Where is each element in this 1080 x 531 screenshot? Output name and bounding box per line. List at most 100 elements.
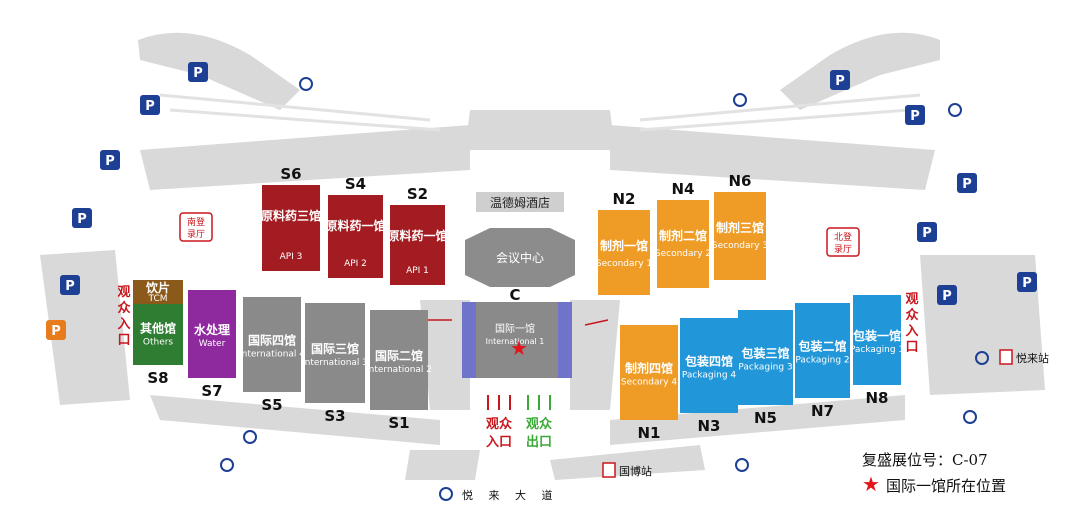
north-registration-label-2: 录厅 — [834, 244, 852, 255]
hall-en: International 2 — [366, 365, 432, 375]
metro-icon — [975, 351, 989, 365]
star-icon: ★ — [862, 472, 880, 496]
parking-icon — [60, 275, 80, 295]
booth-number: 复盛展位号：C-07 — [862, 451, 988, 469]
station-guobo-icon — [602, 462, 616, 478]
c-entrance-arrows — [487, 395, 511, 410]
parking-icon — [957, 173, 977, 193]
hall-code: N2 — [613, 190, 636, 208]
hall-en: Packaging 4 — [682, 371, 737, 381]
hall-name: 包装二馆 — [797, 339, 846, 354]
conference-center — [465, 228, 575, 287]
hall-name: 国际四馆 — [248, 333, 296, 348]
hall-en: Packaging 1 — [850, 345, 904, 355]
parking-icon — [46, 320, 66, 340]
east-entrance-label-3: 入 — [905, 324, 918, 339]
hall-code: S6 — [280, 165, 301, 183]
metro-icon — [243, 430, 257, 444]
hall-name: 原料药一馆 — [325, 218, 385, 233]
hall-code: N7 — [811, 402, 834, 420]
hall-code: S7 — [201, 382, 222, 400]
hotel-label: 温德姆酒店 — [490, 195, 550, 210]
conference-label: 会议中心 — [496, 250, 544, 265]
hall-top-en: TCM — [147, 294, 167, 304]
metro-icon — [299, 77, 313, 91]
west-entrance-label-3: 入 — [117, 317, 130, 332]
south-registration — [179, 212, 213, 242]
hall-name: 国际二馆 — [375, 348, 423, 363]
hall-n7 — [795, 303, 850, 398]
metro-icon — [948, 103, 962, 117]
hall-n8 — [853, 295, 901, 385]
hall-code: N6 — [729, 172, 752, 190]
parking-icons: PP PP PP PP PP PP — [46, 62, 1037, 340]
hall-name: 包装四馆 — [684, 354, 733, 369]
hall-code: N3 — [698, 417, 721, 435]
hall-s7 — [188, 290, 236, 378]
hall-name: 制剂四馆 — [625, 361, 673, 376]
svg-text:P: P — [193, 66, 203, 81]
parking-icon — [100, 150, 120, 170]
west-entrance-label-2: 众 — [117, 300, 130, 316]
hall-code: S8 — [147, 369, 168, 387]
svg-text:P: P — [65, 279, 75, 294]
road-name: 悦 来 大 道 — [462, 488, 559, 502]
hall-c-code: C — [509, 286, 520, 304]
hall-s5 — [243, 297, 301, 392]
hall-code: N8 — [866, 389, 889, 407]
south-lower-halls: 饮片TCM其他馆OthersS8水处理WaterS7国际四馆Internatio… — [133, 280, 432, 432]
hall-c-cn: 国际一馆 — [495, 322, 535, 335]
hall-c-side-right — [558, 302, 572, 378]
metro-icon — [220, 458, 234, 472]
hall-s2 — [390, 205, 445, 285]
ground-areas — [40, 32, 1045, 480]
hall-name: 水处理 — [194, 322, 230, 337]
south-registration-label-2: 录厅 — [187, 229, 205, 240]
east-entrance-label: 观 — [905, 292, 918, 307]
hall-s1 — [370, 310, 428, 410]
hall-name: 制剂一馆 — [600, 238, 648, 253]
legend: 复盛展位号：C-07 ★国际一馆所在位置 — [862, 448, 1072, 496]
hall-en: International 4 — [239, 350, 305, 360]
hall-en: Packaging 3 — [738, 363, 792, 373]
station-yuelai-icon — [999, 349, 1013, 365]
svg-text:P: P — [105, 154, 115, 169]
station-yuelai: 悦来站 — [1016, 351, 1049, 365]
parking-icon — [1017, 272, 1037, 292]
hall-en: Packaging 2 — [795, 356, 849, 366]
hall-name: 其他馆 — [140, 321, 176, 336]
hotel-block — [476, 192, 564, 212]
hall-code: N4 — [672, 180, 695, 198]
hall-en: Secondary 1 — [596, 259, 652, 269]
north-registration — [826, 227, 860, 257]
hall-en: Others — [143, 338, 174, 348]
hall-en: International 3 — [302, 358, 368, 368]
hall-name: 包装三馆 — [740, 346, 789, 361]
hall-c-en: International 1 — [486, 337, 545, 346]
metro-icon — [963, 410, 977, 424]
hall-code: N1 — [638, 424, 661, 442]
south-registration-label-1: 南登 — [187, 216, 205, 228]
west-entrance-label: 观 — [117, 285, 130, 300]
hall-en: API 1 — [406, 266, 429, 276]
hall-c — [462, 302, 572, 378]
hall-s6 — [262, 185, 320, 271]
parking-icon — [905, 105, 925, 125]
hall-n5 — [738, 310, 793, 405]
metro-icons — [220, 77, 989, 501]
hall-n4 — [657, 200, 709, 288]
hall-en: API 3 — [280, 252, 303, 262]
hall-name: 原料药三馆 — [261, 208, 321, 223]
station-guobo: 国博站 — [619, 464, 652, 478]
metro-icon — [439, 487, 453, 501]
c-entrance-label-2: 入口 — [486, 435, 512, 450]
hall-code: S2 — [407, 185, 428, 203]
svg-text:P: P — [77, 212, 87, 227]
hall-code: S5 — [261, 396, 282, 414]
hall-en: API 2 — [344, 259, 367, 269]
